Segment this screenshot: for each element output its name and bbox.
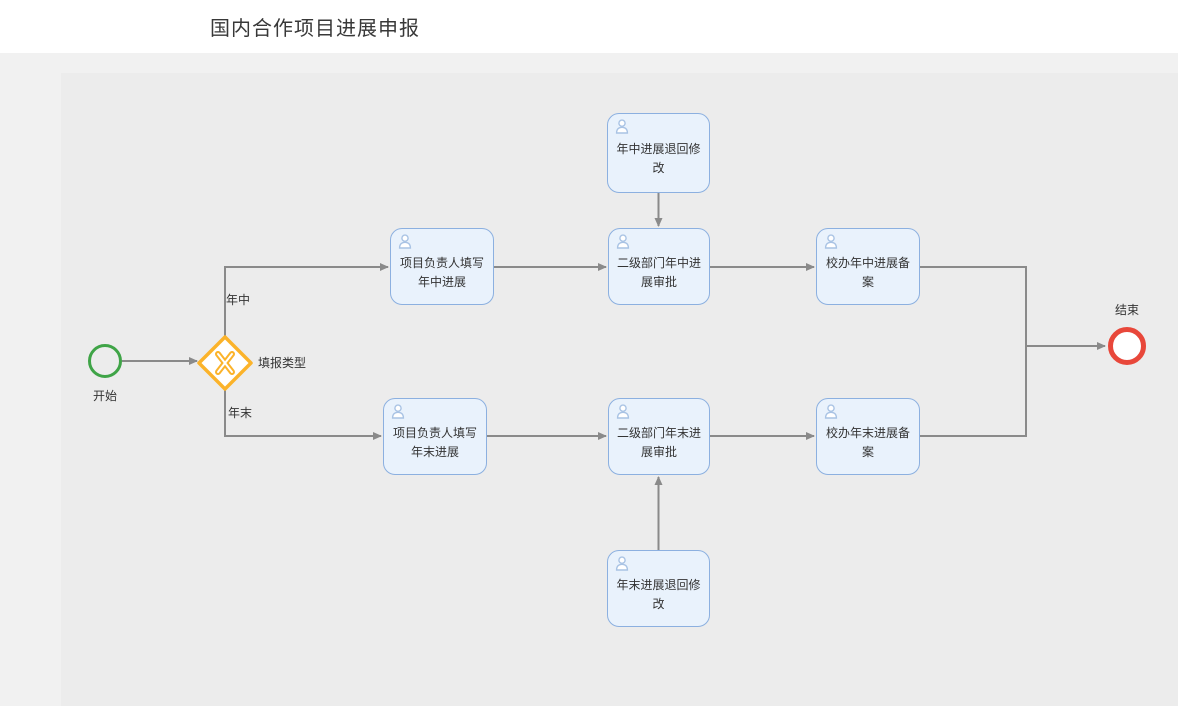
task-label: 校办年中进展备案	[825, 255, 910, 289]
task-fill-yearend-progress[interactable]: 项目负责人填写年末进展	[383, 398, 487, 475]
branch-label-midyear: 年中	[226, 293, 251, 307]
task-dept-yearend-approval[interactable]: 二级部门年末进展审批	[608, 398, 710, 475]
page-header: 国内合作项目进展申报	[0, 0, 1178, 53]
task-label: 项目负责人填写年末进展	[392, 425, 477, 459]
task-dept-midyear-approval[interactable]: 二级部门年中进展审批	[608, 228, 710, 305]
user-task-icon	[824, 404, 838, 419]
user-task-icon	[615, 556, 629, 571]
end-event-label: 结束	[1114, 303, 1139, 317]
start-event-label: 开始	[92, 389, 117, 403]
task-fill-midyear-progress[interactable]: 项目负责人填写年中进展	[390, 228, 494, 305]
task-label: 项目负责人填写年中进展	[399, 255, 484, 289]
task-midyear-return-revise[interactable]: 年中进展退回修改	[607, 113, 710, 193]
connector-office-midyear-to-merge	[920, 266, 1027, 346]
user-task-icon	[391, 404, 405, 419]
user-task-icon	[615, 119, 629, 134]
end-event[interactable]	[1108, 327, 1146, 365]
task-label: 二级部门年末进展审批	[616, 425, 701, 459]
exclusive-gateway[interactable]	[195, 333, 255, 393]
task-label: 年中进展退回修改	[616, 142, 701, 175]
user-task-icon	[824, 234, 838, 249]
user-task-icon	[616, 234, 630, 249]
task-label: 校办年末进展备案	[825, 425, 910, 459]
page-title: 国内合作项目进展申报	[210, 18, 420, 40]
task-label: 二级部门年中进展审批	[616, 255, 701, 289]
connector-office-yearend-to-merge	[920, 346, 1027, 437]
branch-label-yearend: 年末	[228, 406, 253, 420]
user-task-icon	[616, 404, 630, 419]
user-task-icon	[398, 234, 412, 249]
task-label: 年末进展退回修改	[616, 577, 701, 611]
gateway-label: 填报类型	[258, 356, 307, 370]
start-event[interactable]	[88, 344, 122, 378]
task-office-midyear-record[interactable]: 校办年中进展备案	[816, 228, 920, 305]
task-yearend-return-revise[interactable]: 年末进展退回修改	[607, 550, 710, 627]
task-office-yearend-record[interactable]: 校办年末进展备案	[816, 398, 920, 475]
